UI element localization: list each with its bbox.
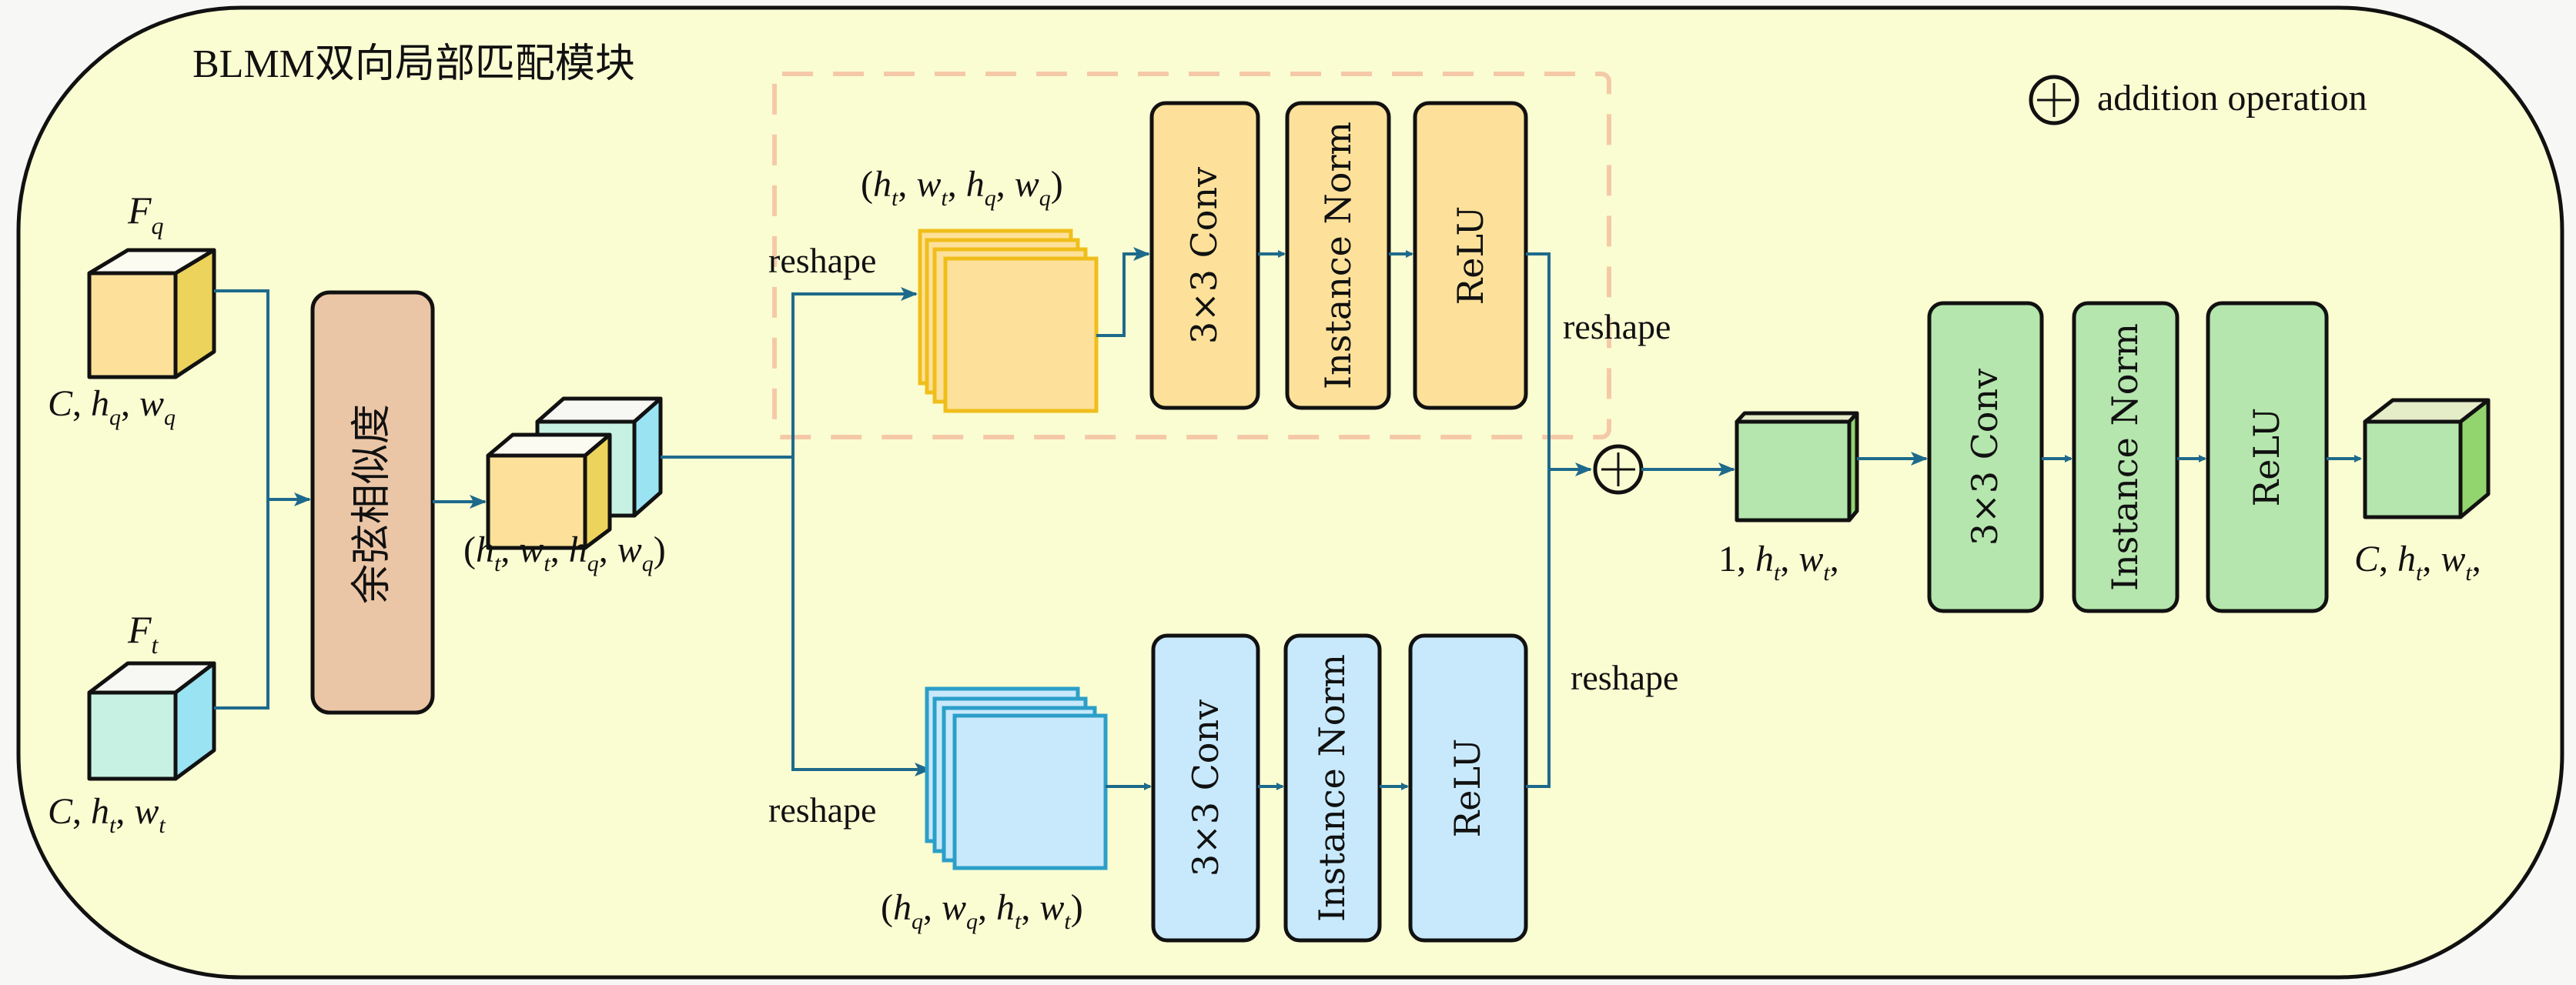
top-conv-block: 3×3 Conv <box>1149 101 1260 410</box>
final-conv-block: 3×3 Conv <box>1927 301 2044 613</box>
bottom-reshape-in-label: reshape <box>768 790 876 830</box>
ft-dims-label: C, ht, wt <box>48 791 166 838</box>
final-conv-label: 3×3 Conv <box>1964 369 2006 546</box>
bottom-feature-stack <box>925 686 1108 870</box>
addition-legend-icon <box>2029 75 2079 125</box>
top-conv-label: 3×3 Conv <box>1183 167 1225 344</box>
ft-cube <box>87 661 216 781</box>
bottom-conv-block: 3×3 Conv <box>1151 633 1260 943</box>
top-norm-label: Instance Norm <box>1317 122 1359 389</box>
merged-cube <box>1735 411 1859 523</box>
correlation-dims-label: (ht, wt, hq, wq) <box>463 529 666 576</box>
final-relu-block: ReLU <box>2206 301 2329 613</box>
top-branch-dashed-box <box>772 72 1611 439</box>
bottom-norm-block: Instance Norm <box>1283 633 1382 943</box>
top-relu-label: ReLU <box>1450 206 1491 306</box>
bottom-conv-label: 3×3 Conv <box>1185 700 1226 876</box>
bottom-shape-label: (hq, wq, ht, wt) <box>881 887 1083 934</box>
cosine-similarity-label: 余弦相似度 <box>349 404 395 604</box>
legend-label: addition operation <box>2097 78 2367 119</box>
top-reshape-in-label: reshape <box>768 241 876 280</box>
bottom-norm-label: Instance Norm <box>1311 654 1353 922</box>
bottom-relu-block: ReLU <box>1408 633 1528 943</box>
bottom-reshape-out-label: reshape <box>1571 658 1678 697</box>
final-relu-label: ReLU <box>2246 408 2287 507</box>
bottom-relu-label: ReLU <box>1447 739 1488 838</box>
top-feature-stack <box>918 229 1099 413</box>
correlation-volume <box>486 396 663 550</box>
output-cube <box>2363 398 2491 519</box>
legend: addition operation <box>2029 75 2367 125</box>
module-title: BLMM双向局部匹配模块 <box>192 42 635 86</box>
top-norm-block: Instance Norm <box>1285 101 1391 410</box>
fq-cube <box>87 248 216 379</box>
final-norm-label: Instance Norm <box>2104 323 2146 591</box>
module-panel <box>16 5 2564 980</box>
final-norm-block: Instance Norm <box>2072 301 2180 613</box>
addition-node <box>1593 444 1644 495</box>
top-reshape-out-label: reshape <box>1563 307 1671 346</box>
top-shape-label: (ht, wt, hq, wq) <box>861 164 1063 211</box>
top-relu-block: ReLU <box>1413 101 1528 410</box>
